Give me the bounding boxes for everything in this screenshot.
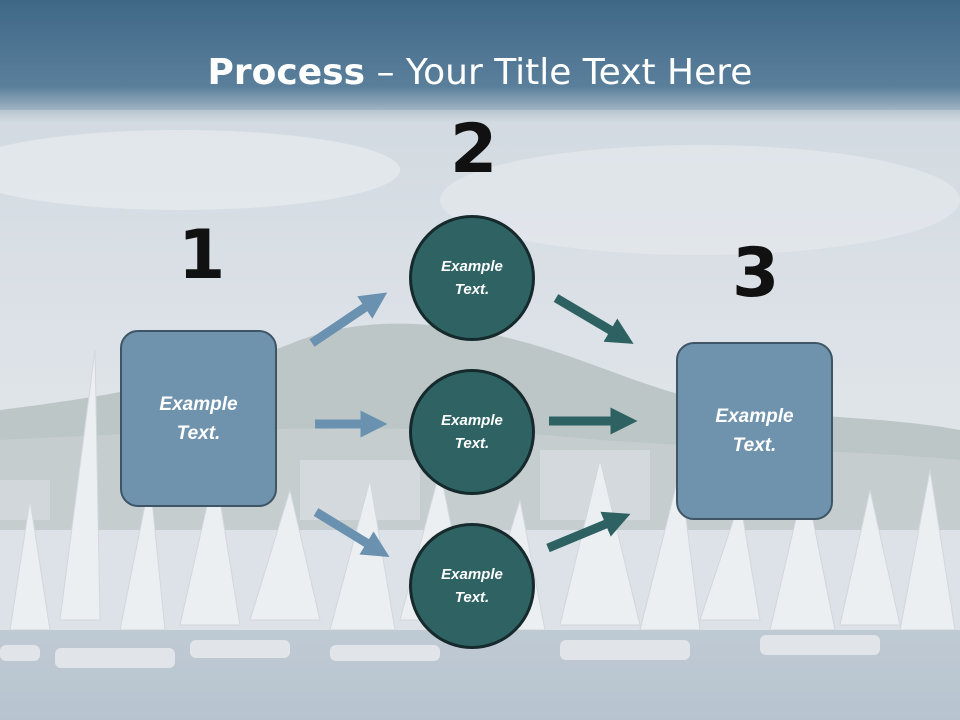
title-rest: – Your Title Text Here xyxy=(365,52,753,93)
title-bold: Process xyxy=(207,52,366,93)
right-box-line2: Text. xyxy=(732,435,777,456)
left-box-line1: Example xyxy=(159,393,238,415)
circle-top-line2: Text. xyxy=(454,281,490,298)
circle-bottom-line2: Text. xyxy=(454,589,490,606)
slide-title: Process – Your Title Text Here xyxy=(0,52,960,93)
circle-top-line1: Example xyxy=(441,258,503,275)
arrow-left-to-bottom xyxy=(313,508,390,558)
circle-middle-line2: Text. xyxy=(454,435,490,452)
right-process-box: Example Text. xyxy=(676,342,833,520)
left-box-line2: Text. xyxy=(176,422,221,444)
circle-bottom-line1: Example xyxy=(441,566,503,583)
step-number-1: 1 xyxy=(178,216,226,295)
step-number-2: 2 xyxy=(450,110,498,189)
circle-top: Example Text. xyxy=(409,215,535,341)
arrow-left-to-top xyxy=(309,292,388,347)
circle-middle: Example Text. xyxy=(409,369,535,495)
arrow-top-to-right xyxy=(553,294,634,344)
step-number-3: 3 xyxy=(732,234,780,313)
left-process-box: Example Text. xyxy=(120,330,277,507)
circle-bottom: Example Text. xyxy=(409,523,535,649)
right-box-line1: Example xyxy=(715,406,794,427)
circle-middle-line1: Example xyxy=(441,412,503,429)
arrow-bottom-to-right xyxy=(546,511,631,553)
